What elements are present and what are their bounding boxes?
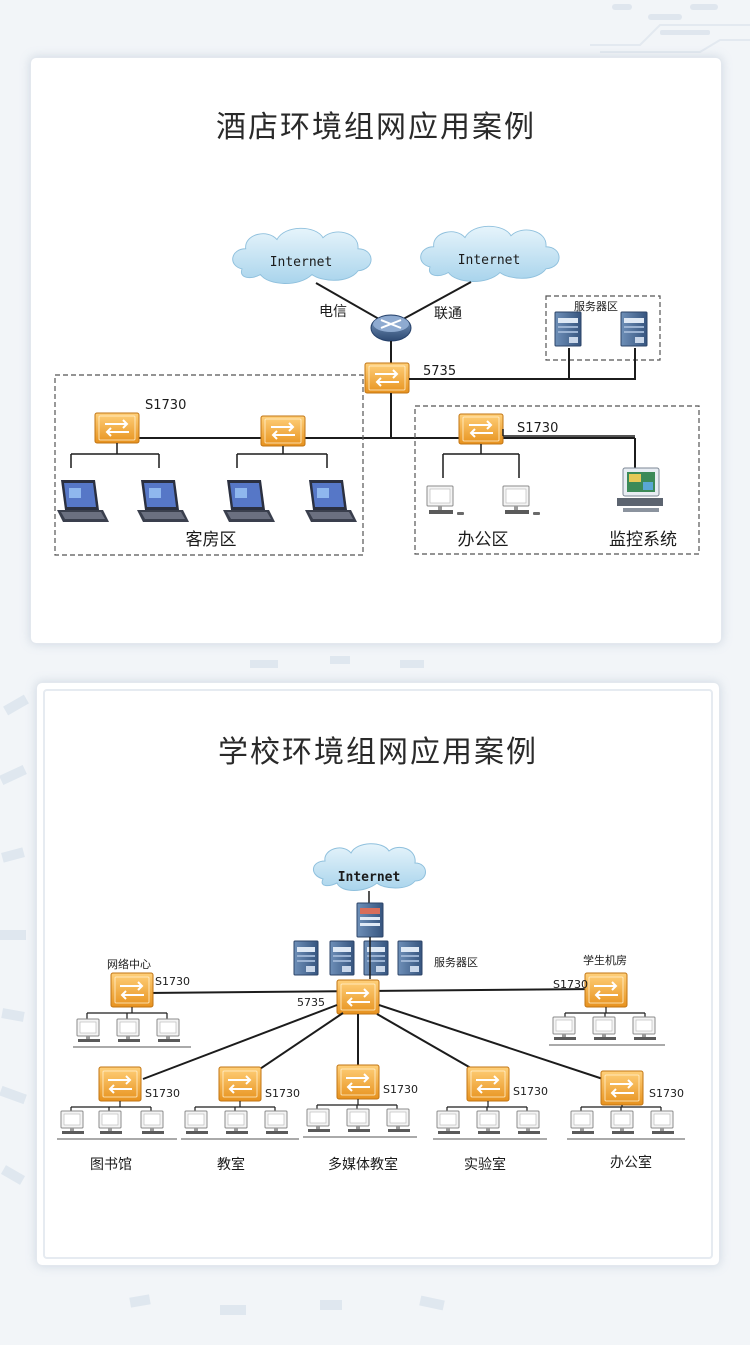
branch-office: S1730 办公室 [567, 1070, 685, 1171]
school-network-card: 学校环境组网应用案例 [36, 682, 720, 1266]
network-center-switch [110, 972, 154, 1008]
laptop-icon [137, 480, 189, 522]
server-icon [293, 940, 319, 976]
branch-switch-label: S1730 [383, 1083, 418, 1096]
core-switch-5735 [364, 362, 410, 394]
network-center-switch-label: S1730 [155, 975, 190, 988]
branch-switch-label: S1730 [649, 1087, 684, 1100]
branch-switch-label: S1730 [145, 1087, 180, 1100]
hotel-network-diagram: Internet Internet 电信 联通 5735 服务器区 [54, 225, 700, 556]
isp-unicom-label: 联通 [434, 306, 462, 322]
cloud-label: Internet [338, 870, 401, 885]
server-icon [397, 940, 423, 976]
server-icon [620, 311, 648, 347]
internet-cloud-right: Internet [420, 225, 560, 282]
branch-library: S1730 图书馆 [57, 1066, 180, 1173]
pc-icon [632, 1016, 657, 1041]
guest-zone-box [54, 374, 364, 556]
student-lab-switch [584, 972, 628, 1008]
firewall-icon [356, 902, 384, 938]
pc-icon [156, 1018, 181, 1043]
guest-switch-label: S1730 [145, 398, 186, 413]
internet-cloud: Internet [313, 843, 426, 891]
school-card-border [43, 689, 713, 1259]
laptop-icon [223, 480, 275, 522]
guest-switch-1 [94, 412, 140, 444]
student-lab-label: 学生机房 [583, 953, 627, 967]
server-zone-label: 服务器区 [434, 956, 478, 969]
core-switch-label: 5735 [297, 996, 325, 1009]
office-switch [458, 413, 504, 445]
router-icon [370, 314, 412, 342]
hotel-card-title: 酒店环境组网应用案例 [216, 110, 536, 145]
pc-icon [552, 1016, 577, 1041]
laptop-icon [57, 480, 109, 522]
monitor-system-label: 监控系统 [609, 530, 677, 550]
branch-laboratory: S1730 实验室 [433, 1066, 548, 1173]
server-icon [329, 940, 355, 976]
server-icon [363, 940, 389, 976]
pc-icon [76, 1018, 101, 1043]
branch-label: 实验室 [464, 1156, 506, 1173]
branch-classroom: S1730 教室 [181, 1066, 300, 1173]
isp-telecom-label: 电信 [319, 304, 347, 320]
branch-label: 图书馆 [90, 1157, 132, 1173]
server-zone-box [545, 295, 661, 361]
monitor-system-icon [617, 467, 663, 512]
network-center-label: 网络中心 [107, 957, 151, 971]
school-card-title: 学校环境组网应用案例 [218, 735, 538, 770]
laptop-icon [305, 480, 357, 522]
office-switch-label: S1730 [517, 421, 558, 436]
branch-label: 教室 [217, 1156, 245, 1173]
core-switch-5735 [336, 979, 380, 1015]
student-lab-switch-label: S1730 [553, 978, 588, 991]
server-zone-label: 服务器区 [574, 300, 618, 313]
pc-icon [592, 1016, 617, 1041]
core-switch-label: 5735 [423, 364, 456, 379]
cloud-left-label: Internet [270, 255, 333, 270]
pc-icon [116, 1018, 141, 1043]
branch-label: 办公室 [610, 1154, 652, 1171]
hotel-network-card: 酒店环境组网应用案例 [30, 57, 722, 644]
pc-icon [502, 485, 541, 516]
guest-switch-2 [260, 415, 306, 447]
cloud-right-label: Internet [458, 253, 521, 268]
school-network-diagram: Internet 服务器区 5735 网络中心 S1730 [57, 843, 685, 1173]
branch-multimedia-classroom: S1730 多媒体教室 [303, 1064, 418, 1173]
guest-zone-label: 客房区 [186, 530, 237, 550]
office-zone-label: 办公区 [458, 530, 509, 550]
branch-switch-label: S1730 [513, 1085, 548, 1098]
pc-icon [426, 485, 465, 516]
server-icon [554, 311, 582, 347]
branch-label: 多媒体教室 [328, 1156, 398, 1173]
internet-cloud-left: Internet [232, 227, 372, 284]
branch-switch-label: S1730 [265, 1087, 300, 1100]
